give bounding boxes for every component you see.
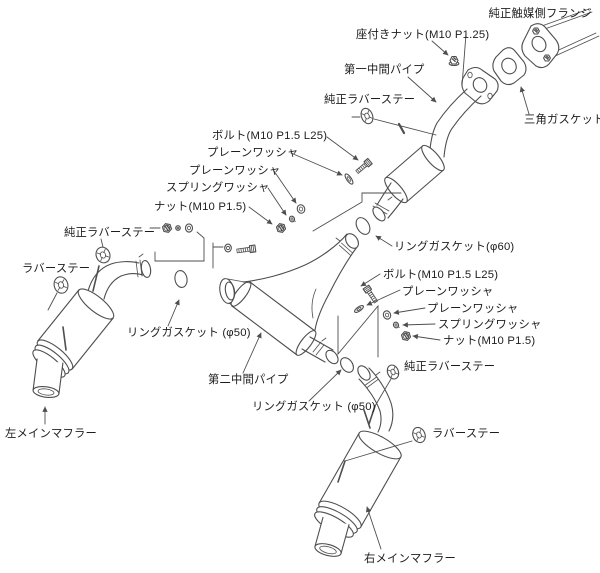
label-left-main-muffler: 左メインマフラー bbox=[5, 427, 97, 440]
catalyst-flange-art bbox=[521, 23, 560, 69]
spring-washer-icon bbox=[175, 225, 181, 231]
ring-gasket-50-left-part bbox=[174, 270, 188, 288]
label-ring-gasket-60: リングガスケット(φ60) bbox=[394, 239, 514, 253]
second-intermediate-pipe-art bbox=[219, 233, 359, 365]
label-catalyst-flange: 純正触媒側フランジ bbox=[489, 6, 592, 20]
labels-layer: 純正触媒側フランジ 座付きナット(M10 P1.25) 第一中間パイプ 純正ラバ… bbox=[5, 6, 600, 565]
label-ring-gasket-50-right: リングガスケット (φ50) bbox=[252, 399, 376, 413]
label-nut-upper: ナット(M10 P1.5) bbox=[154, 200, 246, 213]
rubber-stay-grommet bbox=[386, 364, 400, 380]
clamp-icon bbox=[312, 337, 327, 356]
label-bolt-lower: ボルト(M10 P1.5 L25) bbox=[383, 268, 498, 281]
label-oem-rubber-stay-left: 純正ラバーステー bbox=[64, 226, 155, 239]
section-separator bbox=[312, 192, 402, 232]
plain-washer-icon bbox=[184, 223, 194, 233]
rubber-stay-grommet bbox=[412, 426, 426, 444]
rubber-stay-grommet bbox=[53, 276, 69, 294]
nut-icon bbox=[275, 223, 287, 233]
plain-washer-icon bbox=[354, 305, 364, 313]
bolt-icon bbox=[355, 157, 373, 174]
label-spring-washer-lower: スプリングワッシャ bbox=[438, 317, 541, 331]
label-plain-washer-lower-2: プレーンワッシャ bbox=[427, 302, 518, 315]
nut-icon bbox=[400, 331, 412, 341]
seat-nut-part bbox=[448, 56, 460, 67]
plain-washer-icon bbox=[224, 243, 232, 253]
label-bolt-upper: ボルト(M10 P1.5 L25) bbox=[212, 129, 327, 142]
label-rubber-stay-right: ラバーステー bbox=[432, 427, 500, 440]
nut-icon bbox=[161, 223, 173, 233]
upper-fastener-set bbox=[275, 157, 402, 233]
resonator-art bbox=[384, 144, 445, 204]
label-rubber-stay-left: ラバーステー bbox=[22, 262, 90, 275]
pipe1-flange-art bbox=[461, 66, 499, 105]
left-joint-fastener-row-b bbox=[212, 242, 257, 269]
label-plain-washer-lower-1: プレーンワッシャ bbox=[402, 285, 493, 298]
first-intermediate-pipe-art bbox=[372, 88, 482, 222]
label-oem-rubber-stay-right: 純正ラバーステー bbox=[404, 360, 495, 373]
ring-gasket-50-right-part bbox=[340, 357, 354, 373]
bolt-icon bbox=[362, 284, 378, 304]
section-separator bbox=[337, 304, 379, 358]
leader-lines bbox=[47, 33, 467, 462]
label-plain-washer-upper-2: プレーンワッシャ bbox=[189, 164, 280, 177]
spring-washer-icon bbox=[288, 215, 296, 223]
bolt-icon bbox=[236, 244, 257, 254]
plain-washer-icon bbox=[296, 204, 306, 214]
label-oem-rubber-stay-top: 純正ラバーステー bbox=[324, 93, 415, 106]
spring-washer-icon bbox=[392, 321, 400, 329]
right-muffler-art bbox=[314, 365, 402, 557]
label-ring-gasket-50-left: リングガスケット (φ50) bbox=[127, 325, 251, 339]
arrow-leaders bbox=[42, 40, 530, 550]
triangle-gasket-art bbox=[492, 47, 527, 86]
left-joint-fastener-row-a bbox=[149, 223, 205, 262]
label-seat-nut: 座付きナット(M10 P1.25) bbox=[356, 27, 489, 41]
stud-nut-icon bbox=[543, 54, 551, 62]
clamp-icon bbox=[335, 237, 353, 256]
stud-nut-icon bbox=[532, 27, 540, 35]
label-spring-washer-upper: スプリングワッシャ bbox=[166, 180, 269, 194]
ring-gasket-60-part bbox=[355, 217, 371, 235]
plain-washer-icon bbox=[344, 173, 354, 185]
lower-fastener-set bbox=[337, 284, 412, 358]
label-plain-washer-upper-1: プレーンワッシャ bbox=[207, 146, 298, 159]
rubber-stay-grommet bbox=[360, 107, 374, 125]
clamp-icon bbox=[365, 371, 381, 388]
plain-washer-icon bbox=[382, 310, 392, 320]
label-first-intermediate-pipe: 第一中間パイプ bbox=[344, 62, 425, 76]
label-triangle-gasket: 三角ガスケット bbox=[524, 113, 600, 126]
label-nut-lower: ナット(M10 P1.5) bbox=[443, 334, 535, 347]
rubber-stay-grommet bbox=[95, 246, 111, 264]
left-muffler-art bbox=[32, 253, 152, 399]
label-second-intermediate-pipe: 第二中間パイプ bbox=[208, 372, 289, 386]
label-right-main-muffler: 右メインマフラー bbox=[364, 551, 456, 565]
